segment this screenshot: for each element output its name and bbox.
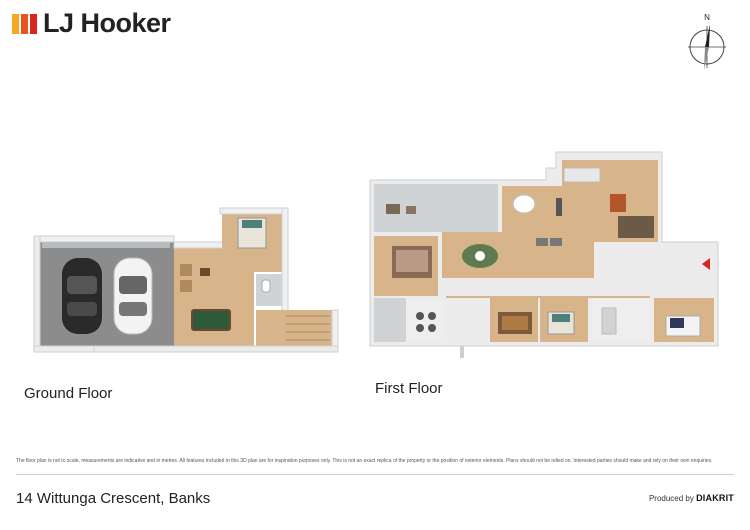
living-room — [442, 232, 594, 278]
produced-by-credit: Produced by DIAKRIT — [649, 493, 734, 503]
ground-bedroom — [219, 207, 289, 337]
first-bedroom-left — [374, 236, 438, 296]
ground-bathroom — [256, 274, 282, 306]
pool-table-icon — [191, 309, 231, 331]
first-bedroom-2 — [490, 298, 538, 342]
first-bedroom-3 — [540, 298, 588, 342]
brand-mark-bar — [21, 13, 28, 34]
footer-divider — [16, 474, 734, 475]
compass-icon: N — [688, 13, 726, 70]
property-address: 14 Wittunga Crescent, Banks — [16, 490, 211, 507]
brand-mark-bar — [30, 13, 37, 34]
entry-marker-icon — [702, 258, 710, 270]
car-black-icon — [62, 258, 102, 334]
brand-mark-icon — [12, 13, 37, 34]
armchair-icon — [610, 194, 626, 212]
disclaimer-text: The floor plan is not to scale, measurem… — [16, 458, 713, 464]
ensuite — [374, 298, 446, 342]
balcony — [374, 184, 498, 232]
kitchen — [562, 160, 658, 242]
first-floor-plan — [369, 151, 719, 358]
brand-mark-bar — [12, 13, 19, 34]
brand-name: LJ Hooker — [43, 8, 171, 38]
ground-stairs — [256, 309, 339, 351]
first-bathroom — [592, 298, 650, 342]
car-white-icon — [113, 257, 153, 335]
produced-by-prefix: Produced by — [648, 494, 694, 503]
first-floor-label: First Floor — [375, 380, 443, 397]
ground-floor-label: Ground Floor — [24, 385, 113, 402]
compass-north-label: N — [704, 13, 710, 22]
produced-by-brand: DIAKRIT — [696, 493, 734, 503]
brand-logo: LJ Hooker — [12, 10, 171, 37]
first-bedroom-4 — [654, 298, 714, 342]
garage — [33, 235, 175, 353]
ground-floor-plan — [33, 207, 339, 353]
